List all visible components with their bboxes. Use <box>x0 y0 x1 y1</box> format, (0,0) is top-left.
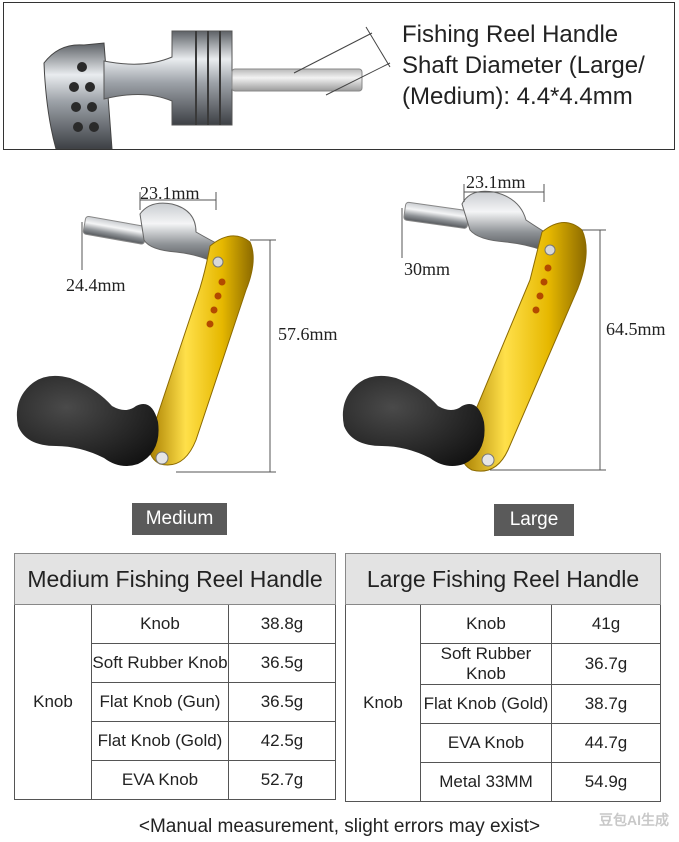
knob-weight: 44.7g <box>551 723 661 763</box>
shaft-diameter-caption: Fishing Reel Handle Shaft Diameter (Larg… <box>402 19 672 112</box>
caption-line: Shaft Diameter (Large/ <box>402 52 645 79</box>
shaft-detail-box: Fishing Reel Handle Shaft Diameter (Larg… <box>3 2 675 150</box>
group-label: Knob <box>14 604 92 800</box>
medium-length-dimension: 57.6mm <box>278 324 338 344</box>
medium-width-dimension: 23.1mm <box>140 183 200 203</box>
table-row: EVA Knob 44.7g <box>346 723 661 763</box>
large-width-dimension: 23.1mm <box>466 172 526 192</box>
knob-type: Soft Rubber Knob <box>91 643 229 683</box>
measurement-disclaimer: <Manual measurement, slight errors may e… <box>138 816 541 837</box>
table-row: Flat Knob (Gold) 42.5g <box>15 721 336 761</box>
medium-weight-table: Medium Fishing Reel Handle Knob Knob 38.… <box>14 553 336 800</box>
knob-weight: 36.5g <box>228 643 336 683</box>
large-spool-dimension: 30mm <box>404 259 451 279</box>
table-row: Flat Knob (Gun) 36.5g <box>15 682 336 722</box>
medium-label-badge: Medium <box>132 503 227 535</box>
large-handle-illustration <box>342 184 606 472</box>
knob-type: Flat Knob (Gold) <box>91 721 229 761</box>
knob-type: Flat Knob (Gold) <box>420 684 552 724</box>
medium-spool-dimension: 24.4mm <box>66 275 126 295</box>
knob-weight: 38.8g <box>228 604 336 644</box>
medium-handle-illustration <box>16 192 276 473</box>
knob-weight: 38.7g <box>551 684 661 724</box>
table-row: Soft Rubber Knob 36.5g <box>15 643 336 683</box>
knob-type: Flat Knob (Gun) <box>91 682 229 722</box>
caption-line: (Medium): 4.4*4.4mm <box>402 83 633 110</box>
table-row: EVA Knob 52.7g <box>15 760 336 800</box>
group-label: Knob <box>345 604 421 802</box>
table-row: Metal 33MM 54.9g <box>346 762 661 802</box>
knob-weight: 41g <box>551 604 661 644</box>
shaft-closeup-illustration <box>43 26 391 149</box>
caption-line: Fishing Reel Handle <box>402 21 619 48</box>
knob-weight: 36.5g <box>228 682 336 722</box>
knob-weight: 36.7g <box>551 643 661 685</box>
knob-weight: 42.5g <box>228 721 336 761</box>
ai-watermark: 豆包AI生成 <box>599 812 669 828</box>
knob-type: Knob <box>91 604 229 644</box>
large-table-title: Large Fishing Reel Handle <box>345 553 661 605</box>
large-label-badge: Large <box>494 504 574 536</box>
table-row: Knob Knob 41g <box>345 604 661 802</box>
knob-weight: 54.9g <box>551 762 661 802</box>
knob-type: Soft Rubber Knob <box>420 643 552 685</box>
medium-table-title: Medium Fishing Reel Handle <box>14 553 336 605</box>
knob-type: EVA Knob <box>91 760 229 800</box>
knob-type: EVA Knob <box>420 723 552 763</box>
large-weight-table: Large Fishing Reel Handle Knob Knob 41g … <box>345 553 661 802</box>
knob-type: Metal 33MM <box>420 762 552 802</box>
large-length-dimension: 64.5mm <box>606 319 666 339</box>
table-row: Soft Rubber Knob 36.7g <box>346 643 661 685</box>
table-row: Knob Knob 38.8g <box>14 604 336 800</box>
knob-type: Knob <box>420 604 552 644</box>
knob-weight: 52.7g <box>228 760 336 800</box>
